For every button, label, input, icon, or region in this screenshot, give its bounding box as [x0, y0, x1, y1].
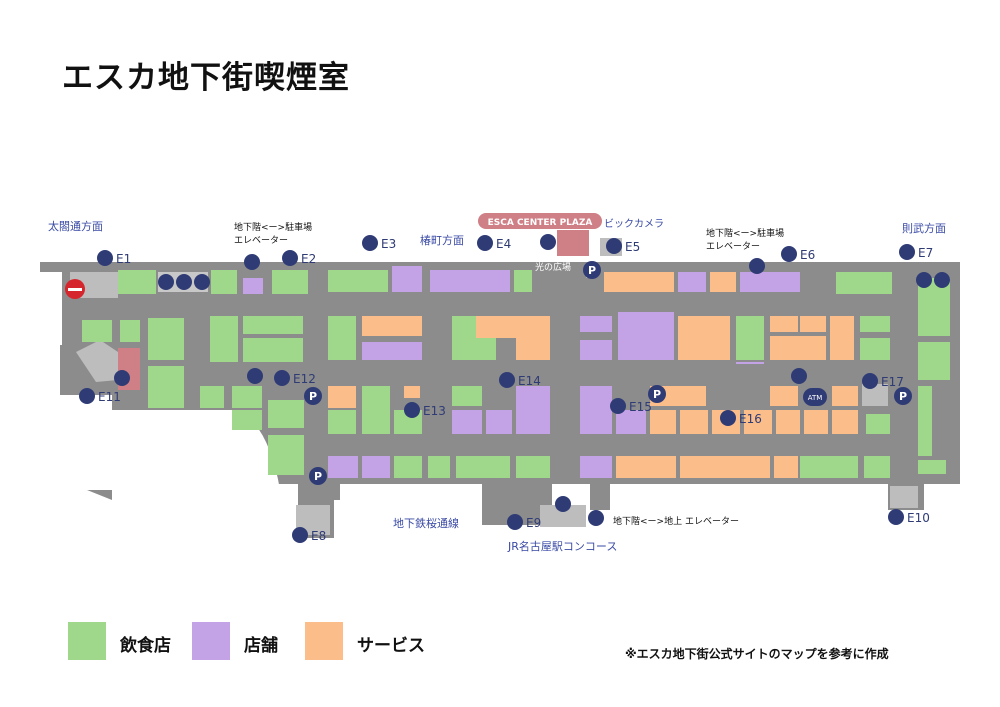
- legend-shop-label: 店舗: [244, 636, 278, 656]
- elevator-icons: [244, 254, 765, 526]
- exit-stairs-icon: [97, 250, 113, 266]
- restroom-icons: [158, 272, 950, 292]
- exit-label: E14: [518, 374, 541, 388]
- exit-label: E8: [311, 529, 326, 543]
- direction-tsubaki: 椿町方面: [420, 233, 464, 247]
- exit-stairs-icon: [862, 373, 878, 389]
- left-elevator-note-1: 地下階<ー>駐車場: [234, 221, 312, 233]
- direction-noritake: 則武方面: [902, 221, 946, 235]
- exit-label: E3: [381, 237, 396, 251]
- exit-label: E4: [496, 237, 511, 251]
- retail-shops: [243, 266, 800, 478]
- parking-icons: P P P P P: [304, 261, 912, 485]
- exit-stairs-icon: [499, 372, 515, 388]
- exit-stairs-icon: [79, 388, 95, 404]
- exit-label: E12: [293, 372, 316, 386]
- open-area-cutout-2: [62, 395, 112, 490]
- parking-label: P: [653, 388, 661, 401]
- exit-label: E17: [881, 375, 904, 389]
- exit-stairs-icon: [362, 235, 378, 251]
- exit-label: E11: [98, 390, 121, 404]
- exit-stairs-icon: [282, 250, 298, 266]
- center-plaza-badge: [478, 213, 602, 229]
- exit-label: E10: [907, 511, 930, 525]
- bic-camera-label: ビックカメラ: [604, 218, 664, 230]
- source-note: ※エスカ地下街公式サイトのマップを参考に作成: [625, 647, 889, 661]
- facility-icons: [114, 234, 807, 512]
- exit-stairs-icon: [899, 244, 915, 260]
- legend-service-swatch: [305, 622, 343, 660]
- parking-icon: [309, 467, 327, 485]
- bottom-elevator-note: 地下階<ー>地上 エレベーター: [613, 515, 739, 527]
- right-elevator-note-1: 地下階<ー>駐車場: [706, 227, 784, 239]
- parking-icon: [648, 385, 666, 403]
- parking-icon: [583, 261, 601, 279]
- page-title: エスカ地下街喫煙室: [62, 60, 350, 96]
- atm-icon: [803, 388, 827, 406]
- exit-stairs-icon: [606, 238, 622, 254]
- exit-stairs-icon: [610, 398, 626, 414]
- exit-stairs-icon: [404, 402, 420, 418]
- exit-label: E6: [800, 248, 815, 262]
- hikari-plaza-label: 光の広場: [535, 261, 571, 273]
- parking-label: P: [309, 390, 317, 403]
- exit-label: E7: [918, 246, 933, 260]
- right-elevator-note-2: エレベーター: [706, 241, 760, 252]
- exit-stairs-icon: [888, 509, 904, 525]
- center-plaza-label: ESCA CENTER PLAZA: [488, 218, 593, 228]
- exit-label: E2: [301, 252, 316, 266]
- legend-dining-label: 飲食店: [120, 636, 171, 656]
- atm-label: ATM: [808, 394, 823, 402]
- legend-service-label: サービス: [357, 636, 425, 656]
- exit-label: E5: [625, 240, 640, 254]
- exit-label: E1: [116, 252, 131, 266]
- exit-label: E15: [629, 400, 652, 414]
- exit-label: E13: [423, 404, 446, 418]
- parking-label: P: [588, 264, 596, 277]
- exit-stairs-icon: [274, 370, 290, 386]
- parking-icon: [894, 387, 912, 405]
- legend-shop-swatch: [192, 622, 230, 660]
- center-plaza-block: [557, 230, 589, 256]
- smoking-room-icon-bar: [68, 288, 82, 291]
- exit-stairs-icon: [781, 246, 797, 262]
- dining-shops: [82, 270, 950, 478]
- left-elevator-note-2: エレベーター: [234, 235, 288, 246]
- exit-stairs-icon: [477, 235, 493, 251]
- exit-stairs-icon: [292, 527, 308, 543]
- parking-icon: [304, 387, 322, 405]
- exit-label: E9: [526, 516, 541, 530]
- service-shops: [328, 272, 858, 478]
- exit-stairs-icon: [720, 410, 736, 426]
- parking-label: P: [314, 470, 322, 483]
- direction-jr: JR名古屋駅コンコース: [507, 539, 617, 553]
- direction-sakuradori: 地下鉄桜通線: [393, 516, 459, 530]
- legend-dining-swatch: [68, 622, 106, 660]
- exit-stairs-icon: [507, 514, 523, 530]
- direction-taiko: 太閤通方面: [48, 219, 103, 233]
- parking-label: P: [899, 390, 907, 403]
- exit-label: E16: [739, 412, 762, 426]
